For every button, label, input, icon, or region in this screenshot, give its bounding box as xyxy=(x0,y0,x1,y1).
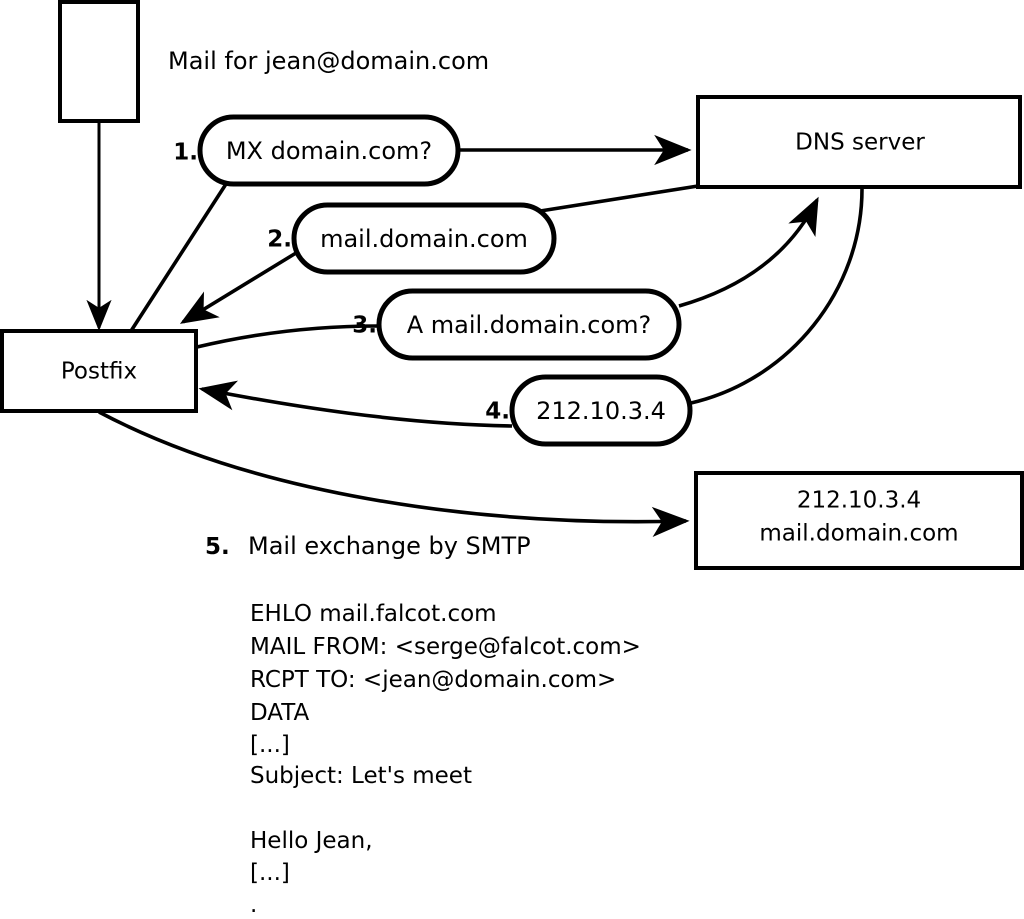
step-4-label: 212.10.3.4 xyxy=(536,397,666,425)
mail-caption: Mail for jean@domain.com xyxy=(168,47,489,75)
edge-step2-to-postfix xyxy=(179,251,297,324)
transcript-line: [...] xyxy=(250,860,290,886)
mail-source-box[interactable] xyxy=(58,0,140,123)
dns-server-label: DNS server xyxy=(795,130,925,156)
edge-step4-to-postfix xyxy=(198,380,513,428)
edge-dns-to-step2 xyxy=(533,184,699,214)
dns-server-node[interactable]: DNS server xyxy=(696,95,1022,189)
transcript-line: Hello Jean, xyxy=(250,828,373,854)
transcript-line: [...] xyxy=(250,732,290,758)
target-server-node[interactable]: 212.10.3.4 mail.domain.com xyxy=(694,471,1024,570)
edge-postfix-to-step3 xyxy=(196,324,379,349)
step-1-number: 1. xyxy=(173,140,198,166)
step-2-number: 2. xyxy=(267,227,292,253)
transcript-line: RCPT TO: <jean@domain.com> xyxy=(250,667,616,693)
postfix-node[interactable]: Postfix xyxy=(0,329,198,413)
step-4-bubble[interactable]: 212.10.3.4 xyxy=(509,374,693,447)
step-4-number: 4. xyxy=(485,399,510,425)
transcript-line: MAIL FROM: <serge@falcot.com> xyxy=(250,634,641,660)
postfix-label: Postfix xyxy=(61,359,137,385)
step-5-number: 5. xyxy=(205,534,230,560)
transcript-line: EHLO mail.falcot.com xyxy=(250,601,497,627)
target-server-ip: 212.10.3.4 xyxy=(797,488,921,514)
step-2-bubble[interactable]: mail.domain.com xyxy=(291,202,557,275)
step-3-number: 3. xyxy=(352,313,377,339)
transcript-line: . xyxy=(250,892,257,918)
step-5-label: Mail exchange by SMTP xyxy=(248,532,531,560)
target-server-hostname: mail.domain.com xyxy=(759,521,958,547)
step-1-bubble[interactable]: MX domain.com? xyxy=(197,114,461,187)
smtp-transcript: EHLO mail.falcot.com MAIL FROM: <serge@f… xyxy=(250,601,641,918)
transcript-line: DATA xyxy=(250,700,310,726)
step-1-label: MX domain.com? xyxy=(226,137,432,165)
step-3-label: A mail.domain.com? xyxy=(407,311,652,339)
transcript-line: Subject: Let's meet xyxy=(250,763,472,789)
step-3-bubble[interactable]: A mail.domain.com? xyxy=(376,288,682,361)
edge-step1-to-postfix xyxy=(129,183,228,332)
edge-dns-to-step4 xyxy=(690,188,864,405)
step-2-label: mail.domain.com xyxy=(320,225,528,253)
edge-postfix-to-target xyxy=(98,410,690,538)
edge-step3-to-dns xyxy=(678,196,819,308)
